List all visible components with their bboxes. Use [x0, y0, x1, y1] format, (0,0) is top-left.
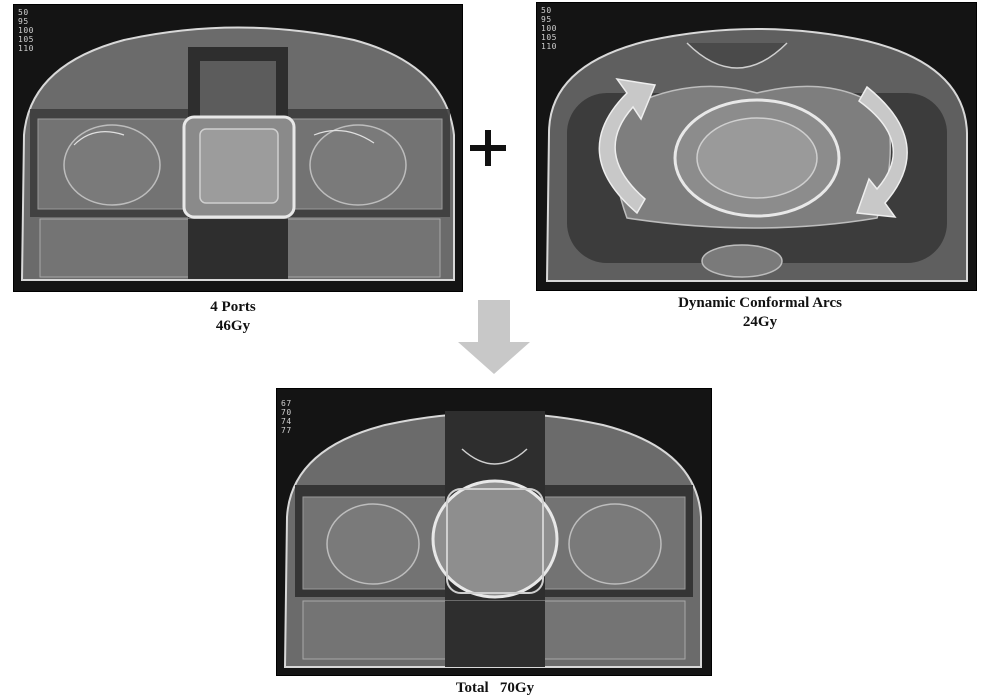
- iso-label: 110: [18, 44, 34, 53]
- iso-label: 105: [541, 33, 557, 42]
- left-femur: [64, 125, 160, 205]
- plus-icon: [468, 128, 508, 168]
- total-dose-image: 67 70 74 77: [276, 388, 712, 676]
- iso-label: 67: [281, 399, 292, 408]
- four-ports-caption-line1: 4 Ports: [163, 298, 303, 317]
- four-ports-dose-distribution: [14, 5, 462, 291]
- arcs-dose-image: 50 95 100 105 110: [536, 2, 977, 291]
- iso-label: 70: [281, 408, 292, 417]
- iso-label: 95: [18, 17, 34, 26]
- arcs-dose-distribution: [537, 3, 976, 290]
- four-ports-caption: 4 Ports 46Gy: [163, 298, 303, 336]
- iso-label: 74: [281, 417, 292, 426]
- arcs-caption-line1: Dynamic Conformal Arcs: [630, 294, 890, 313]
- iso-label: 100: [18, 26, 34, 35]
- iso-label: 50: [18, 8, 34, 17]
- four-ports-caption-line2: 46Gy: [163, 317, 303, 336]
- iso-label: 105: [18, 35, 34, 44]
- right-femur: [569, 504, 661, 584]
- iso-label: 50: [541, 6, 557, 15]
- target-region: [433, 481, 557, 597]
- total-dose-distribution: [277, 389, 711, 675]
- arcs-caption: Dynamic Conformal Arcs 24Gy: [630, 294, 890, 332]
- four-ports-isodose-legend: 50 95 100 105 110: [18, 8, 34, 53]
- four-ports-dose-image: 50 95 100 105 110: [13, 4, 463, 292]
- iso-label: 95: [541, 15, 557, 24]
- total-isodose-legend: 67 70 74 77: [281, 399, 292, 435]
- iso-label: 100: [541, 24, 557, 33]
- right-femur: [310, 125, 406, 205]
- down-arrow-icon: [454, 300, 534, 374]
- arcs-caption-line2: 24Gy: [630, 313, 890, 332]
- iso-label: 110: [541, 42, 557, 51]
- left-femur: [327, 504, 419, 584]
- total-caption: Total 70Gy: [390, 679, 600, 698]
- iso-label: 77: [281, 426, 292, 435]
- arcs-isodose-legend: 50 95 100 105 110: [541, 6, 557, 51]
